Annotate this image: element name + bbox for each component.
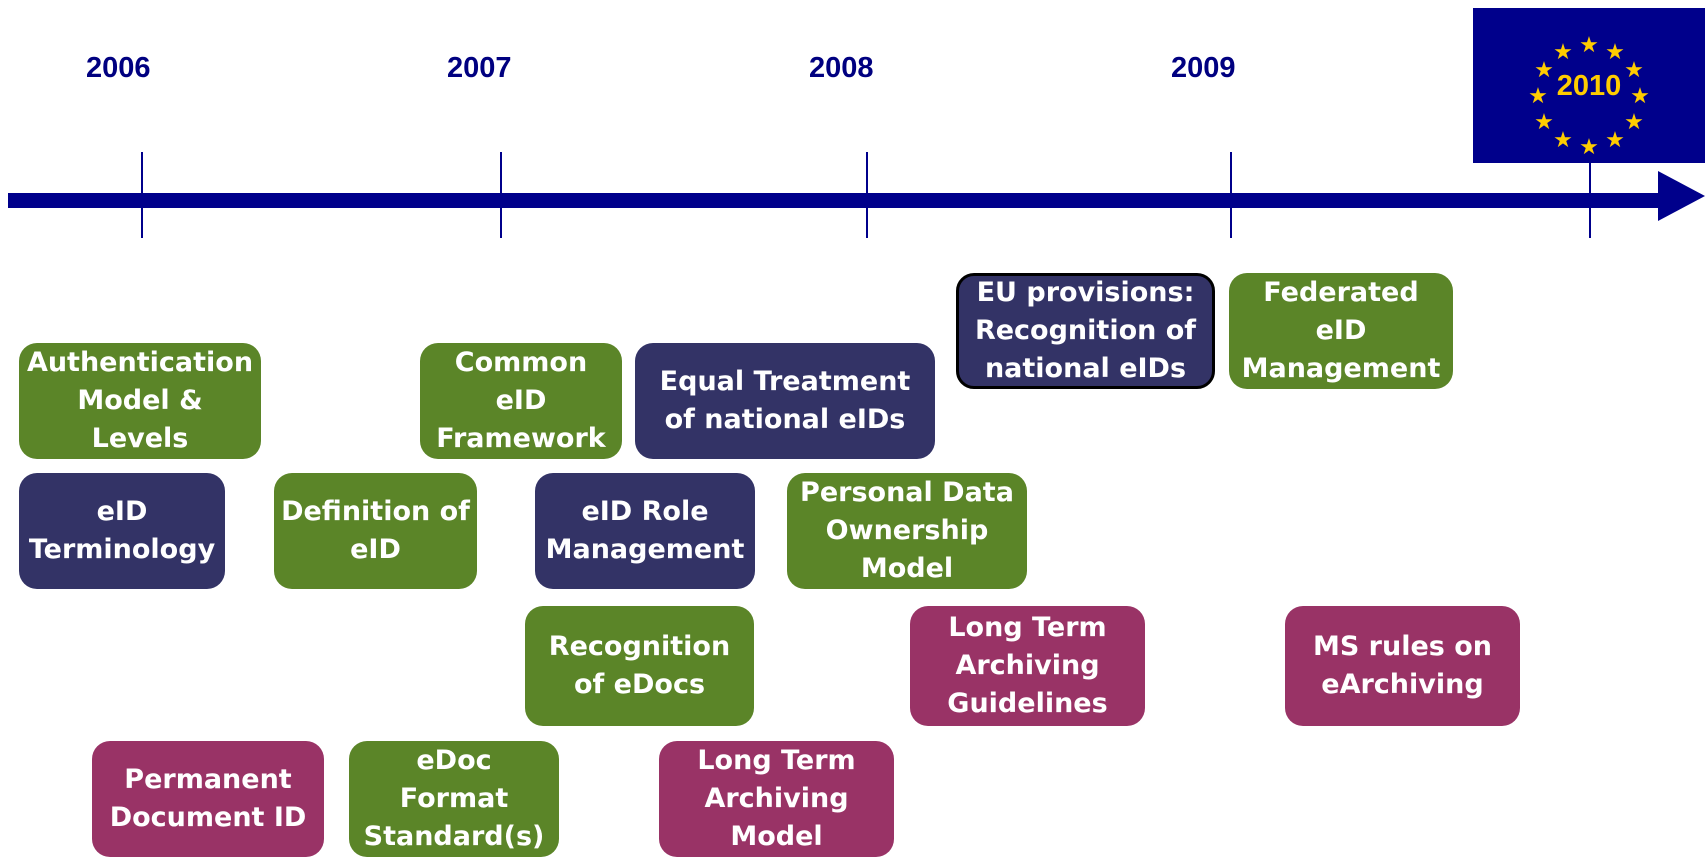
year-label-2007: 2007 xyxy=(447,52,512,84)
year-label-2009: 2009 xyxy=(1171,52,1236,84)
eu-stars-icon: ★ ★ ★ ★ ★ ★ ★ ★ ★ ★ ★ ★ xyxy=(1528,33,1650,160)
svg-text:★: ★ xyxy=(1579,33,1599,58)
svg-text:★: ★ xyxy=(1605,40,1625,65)
box-authentication-model: Authentication Model & Levels xyxy=(19,343,261,459)
svg-text:★: ★ xyxy=(1553,40,1573,65)
svg-text:★: ★ xyxy=(1534,110,1554,135)
year-label-2006: 2006 xyxy=(86,52,151,84)
box-eid-role-management: eID Role Management xyxy=(535,473,755,589)
flag-year-label: 2010 xyxy=(1556,70,1622,102)
svg-text:★: ★ xyxy=(1624,110,1644,135)
box-long-term-archiving-model: Long Term Archiving Model xyxy=(659,741,894,857)
box-ms-rules-earchiving: MS rules on eArchiving xyxy=(1285,606,1520,726)
box-eid-terminology: eID Terminology xyxy=(19,473,225,589)
box-common-eid-framework: Common eID Framework xyxy=(420,343,622,459)
svg-text:★: ★ xyxy=(1534,58,1554,83)
tick-2009 xyxy=(1230,152,1232,238)
eu-flag: ★ ★ ★ ★ ★ ★ ★ ★ ★ ★ ★ ★ 2010 xyxy=(1473,8,1705,163)
box-recognition-of-edocs: Recognition of eDocs xyxy=(525,606,754,726)
box-federated-eid-management: Federated eID Management xyxy=(1229,273,1453,389)
timeline-axis xyxy=(8,193,1670,208)
svg-text:★: ★ xyxy=(1630,84,1650,109)
box-edoc-format-standards: eDoc Format Standard(s) xyxy=(349,741,559,857)
box-equal-treatment: Equal Treatment of national eIDs xyxy=(635,343,935,459)
box-long-term-archiving-guidelines: Long Term Archiving Guidelines xyxy=(910,606,1145,726)
svg-text:★: ★ xyxy=(1624,58,1644,83)
tick-2007 xyxy=(500,152,502,238)
tick-2010 xyxy=(1589,152,1591,238)
box-eu-provisions: EU provisions: Recognition of national e… xyxy=(956,273,1215,389)
svg-text:★: ★ xyxy=(1528,84,1548,109)
tick-2008 xyxy=(866,152,868,238)
svg-text:★: ★ xyxy=(1605,128,1625,153)
timeline-arrowhead xyxy=(1658,171,1705,221)
box-personal-data-ownership: Personal Data Ownership Model xyxy=(787,473,1027,589)
svg-text:★: ★ xyxy=(1553,128,1573,153)
year-label-2008: 2008 xyxy=(809,52,874,84)
svg-text:★: ★ xyxy=(1579,135,1599,160)
box-permanent-document-id: Permanent Document ID xyxy=(92,741,324,857)
box-definition-of-eid: Definition of eID xyxy=(274,473,477,589)
tick-2006 xyxy=(141,152,143,238)
